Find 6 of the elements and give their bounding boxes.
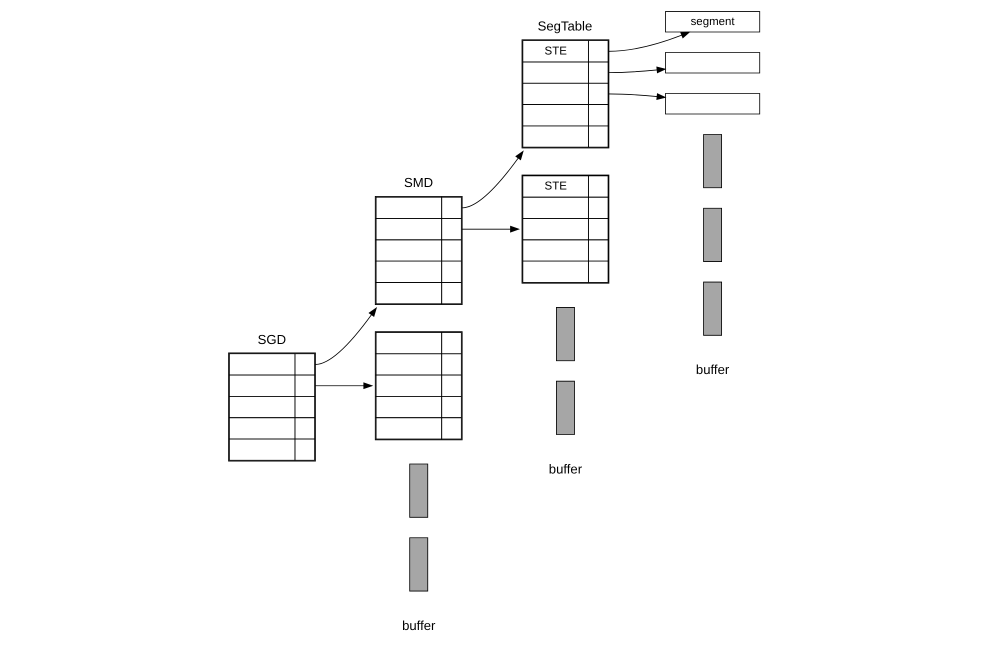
label: buffer: [402, 618, 435, 633]
node-label: SMD: [403, 175, 433, 190]
label: buffer: [548, 461, 582, 476]
node-label: SegTable: [537, 18, 592, 34]
label: buffer: [695, 362, 729, 378]
node-label: SGD: [257, 332, 286, 347]
